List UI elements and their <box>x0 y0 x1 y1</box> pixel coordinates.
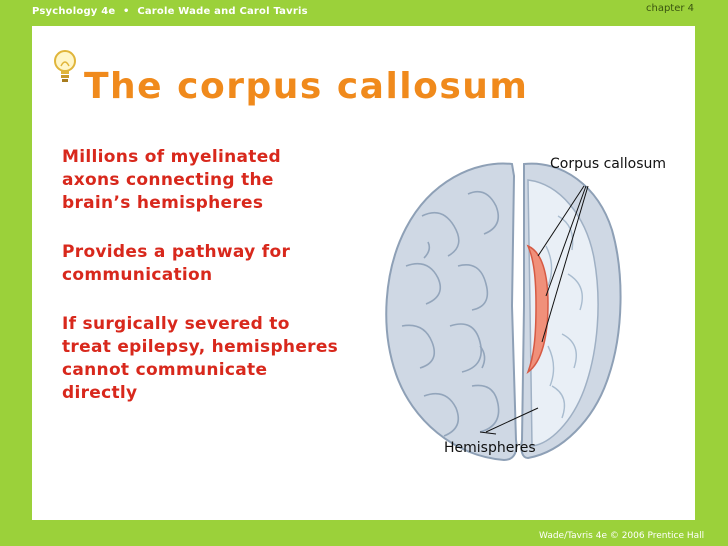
pointer-lines-corpus-callosum <box>537 185 589 343</box>
brain-diagram <box>385 162 622 462</box>
footer-copyright: Wade/Tavris 4e © 2006 Prentice Hall <box>539 531 705 541</box>
lightbulb-icon <box>54 50 76 82</box>
header-chapter: chapter 4 <box>646 3 695 14</box>
header-book-title: Psychology 4e <box>32 6 116 17</box>
left-gyri <box>401 190 500 437</box>
corpus-callosum <box>526 244 549 375</box>
label-corpus-callosum: Corpus callosum <box>550 156 667 172</box>
header-book-info: Psychology 4e • Carole Wade and Carol Ta… <box>32 6 308 17</box>
header-separator: • <box>123 6 130 17</box>
slide-panel: The corpus callosum Millions of myelinat… <box>32 26 695 520</box>
slide-title: The corpus callosum <box>84 66 529 107</box>
bullet-item: Millions of myelinated axons connecting … <box>62 147 282 213</box>
top-bar: Psychology 4e • Carole Wade and Carol Ta… <box>0 0 728 26</box>
bullet-item: If surgically severed to treat epilepsy,… <box>62 314 339 403</box>
label-hemispheres: Hemispheres <box>444 440 536 456</box>
header-authors: Carole Wade and Carol Tavris <box>137 6 308 17</box>
bullet-list: Millions of myelinated axons connecting … <box>62 146 342 431</box>
pointer-lines-hemispheres <box>479 407 539 435</box>
right-gyri <box>545 215 583 419</box>
bullet-item: Provides a pathway for communication <box>62 242 291 285</box>
